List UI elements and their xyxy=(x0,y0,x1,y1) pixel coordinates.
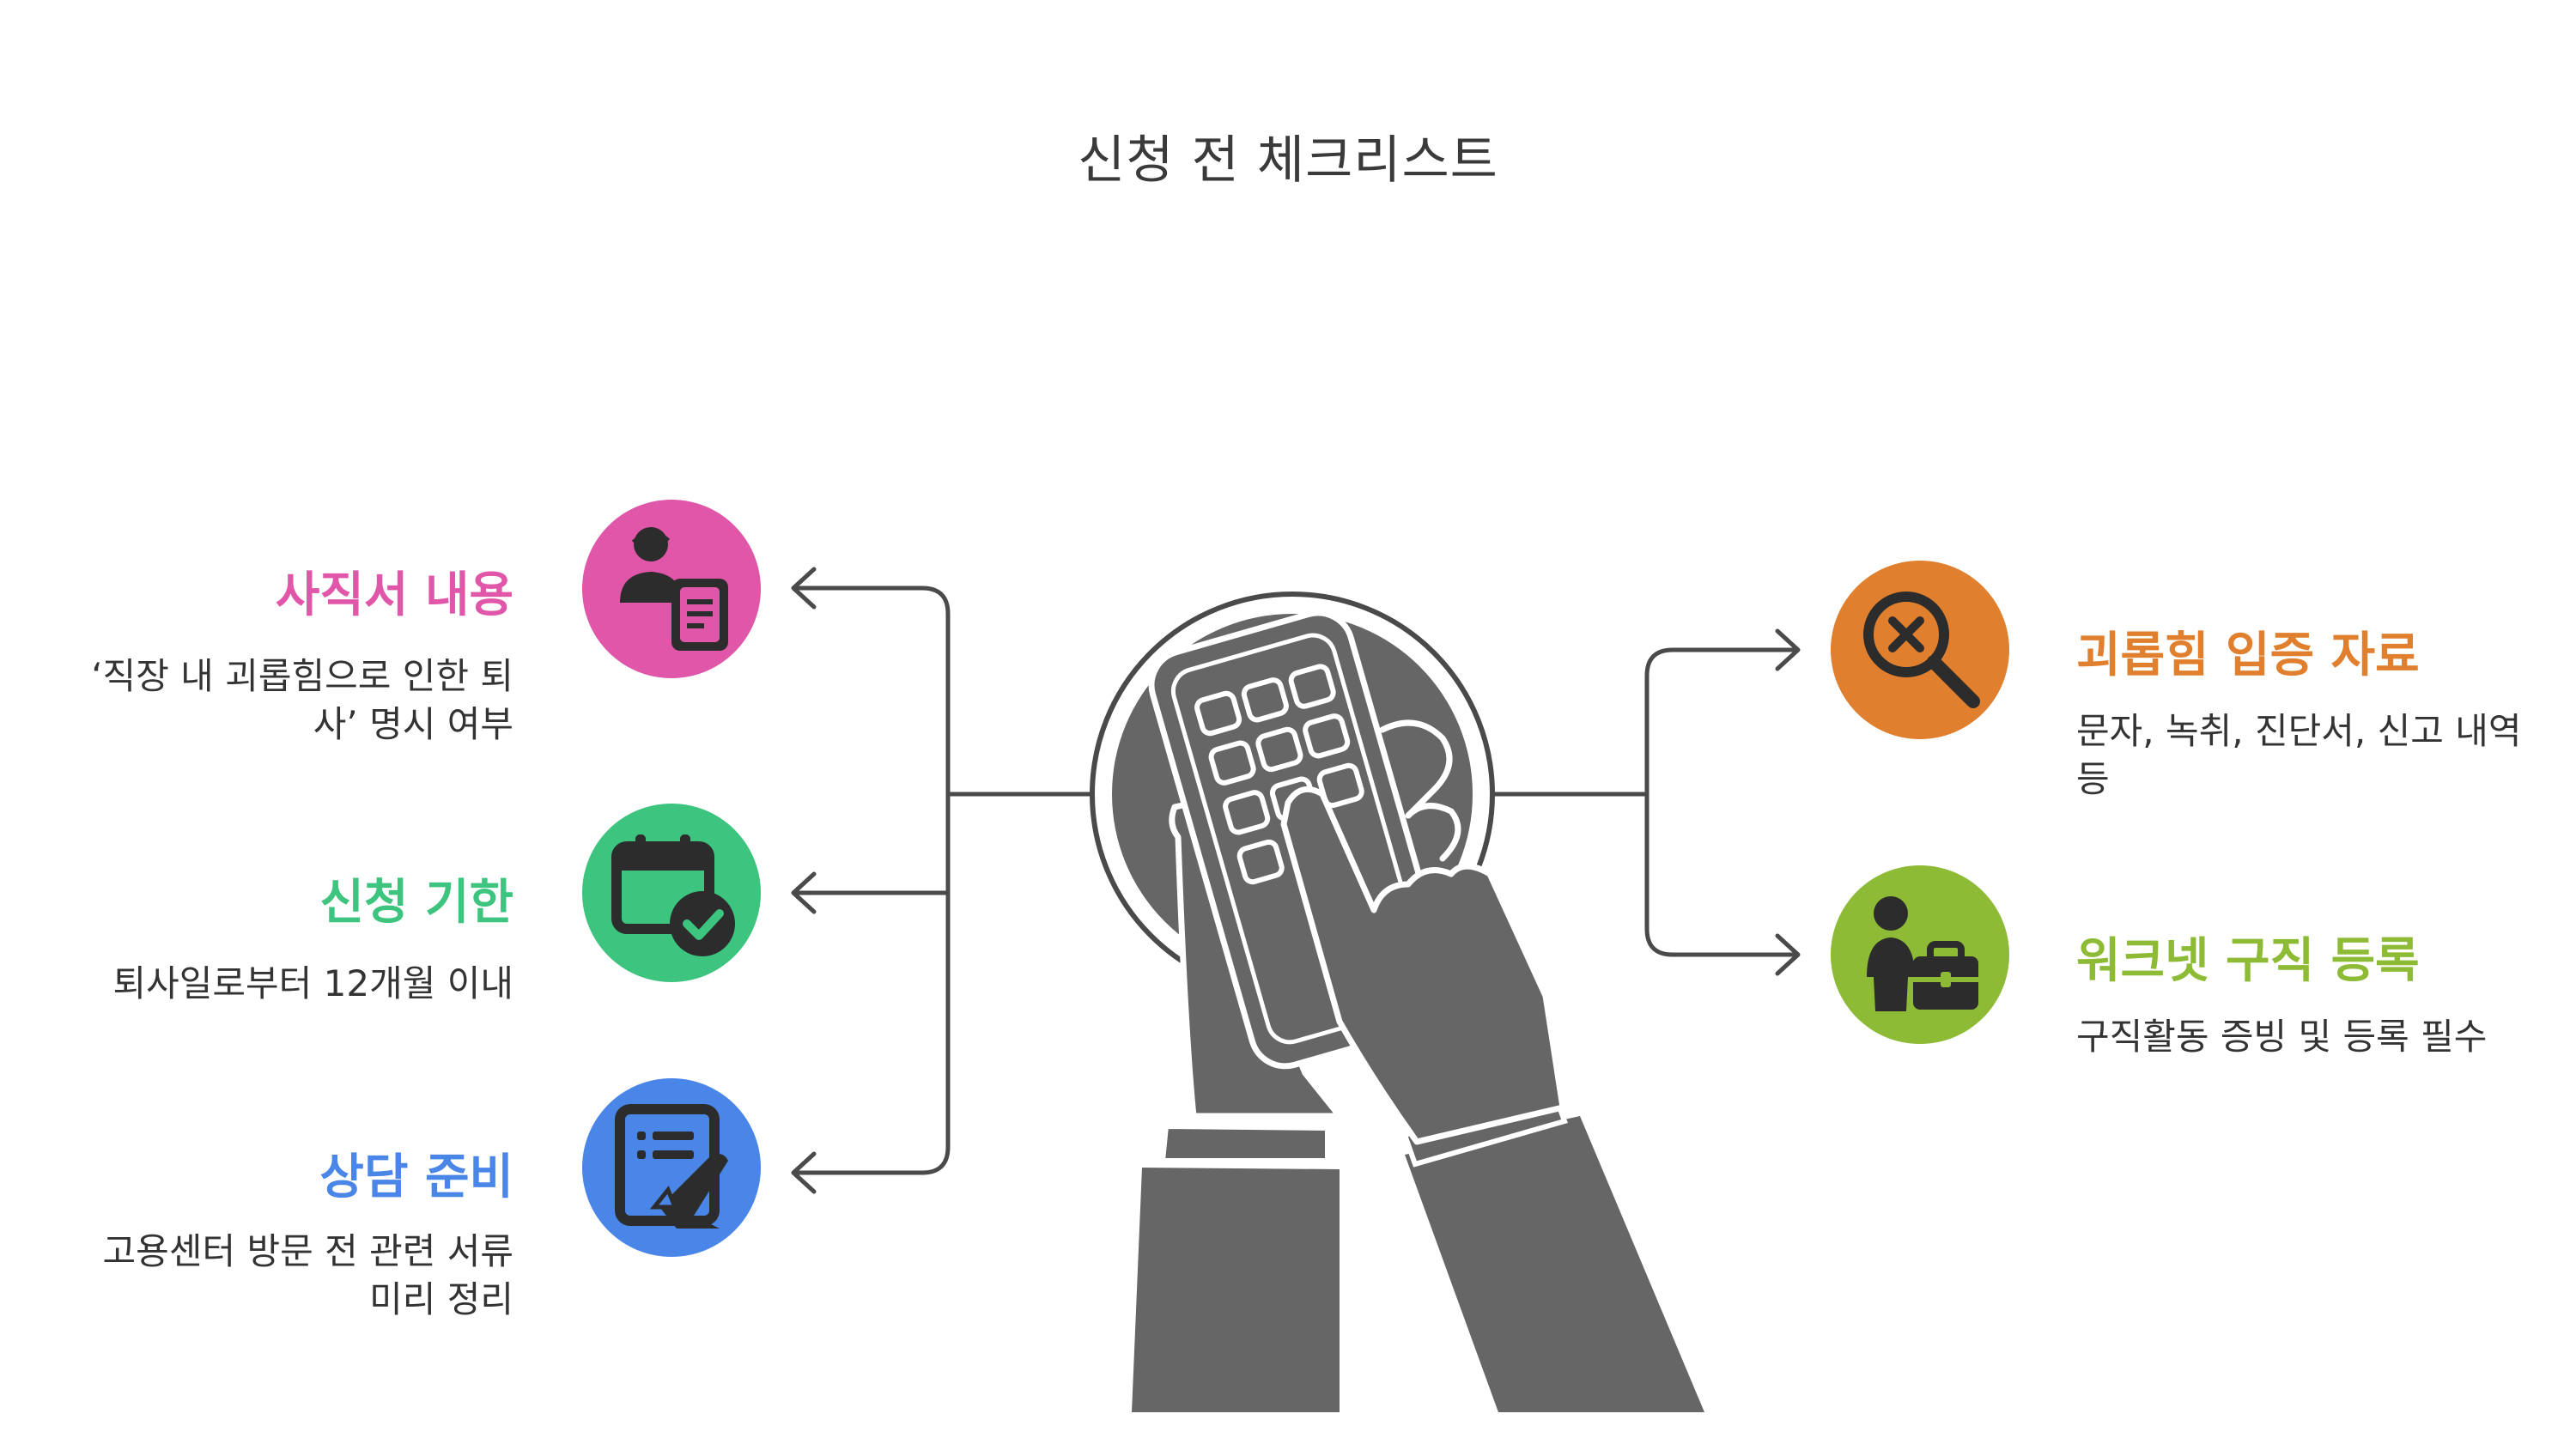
arrowhead-left-top xyxy=(791,567,817,610)
item-icon-circle xyxy=(1831,561,2009,739)
magnifier-x-icon xyxy=(1863,592,1980,708)
person-document-icon xyxy=(620,527,728,651)
arrowhead-left-bottom xyxy=(791,1151,817,1194)
right-hand xyxy=(1280,786,1566,1145)
connector-left-bottom xyxy=(793,1144,951,1175)
item-icon-circle xyxy=(582,1078,761,1257)
hand-calculator-icon xyxy=(1090,592,1704,1412)
connector-right-top xyxy=(1644,647,1799,678)
document-edit-icon xyxy=(615,1104,728,1229)
item-icon-circle xyxy=(582,500,761,678)
person-briefcase-icon xyxy=(1867,896,1978,1011)
connector-right-bottom xyxy=(1644,926,1799,957)
item-icon-circle xyxy=(1831,865,2009,1044)
item-title: 상담 준비 xyxy=(319,1150,513,1205)
item-description: 구직활동 증빙 및 등록 필수 xyxy=(2076,1016,2488,1058)
left-sleeve xyxy=(1132,1168,1340,1412)
item-icon-circle xyxy=(582,804,761,982)
item-description: ‘직장 내 괴롭힘으로 인한 퇴사’ 명시 여부 xyxy=(91,655,513,745)
item-description: 문자, 녹취, 진단서, 신고 내역 등 xyxy=(2076,710,2522,800)
arrowhead-right-bottom xyxy=(1775,933,1801,976)
item-title: 신청 기한 xyxy=(319,875,513,931)
item-title: 사직서 내용 xyxy=(275,567,513,623)
item-description: 퇴사일로부터 12개월 이내 xyxy=(112,962,513,1004)
connector-left-top xyxy=(793,585,951,616)
connector-lines xyxy=(791,567,1801,1194)
arrowhead-left-mid xyxy=(791,871,817,914)
arrowhead-right-top xyxy=(1775,628,1801,671)
calendar-check-icon xyxy=(611,834,735,956)
item-title: 괴롭힘 입증 자료 xyxy=(2076,628,2420,683)
item-title: 워크넷 구직 등록 xyxy=(2076,933,2420,989)
page-title: 신청 전 체크리스트 xyxy=(1078,130,1498,191)
item-description: 고용센터 방문 전 관련 서류 미리 정리 xyxy=(102,1230,513,1320)
right-sleeve xyxy=(1405,1116,1704,1412)
